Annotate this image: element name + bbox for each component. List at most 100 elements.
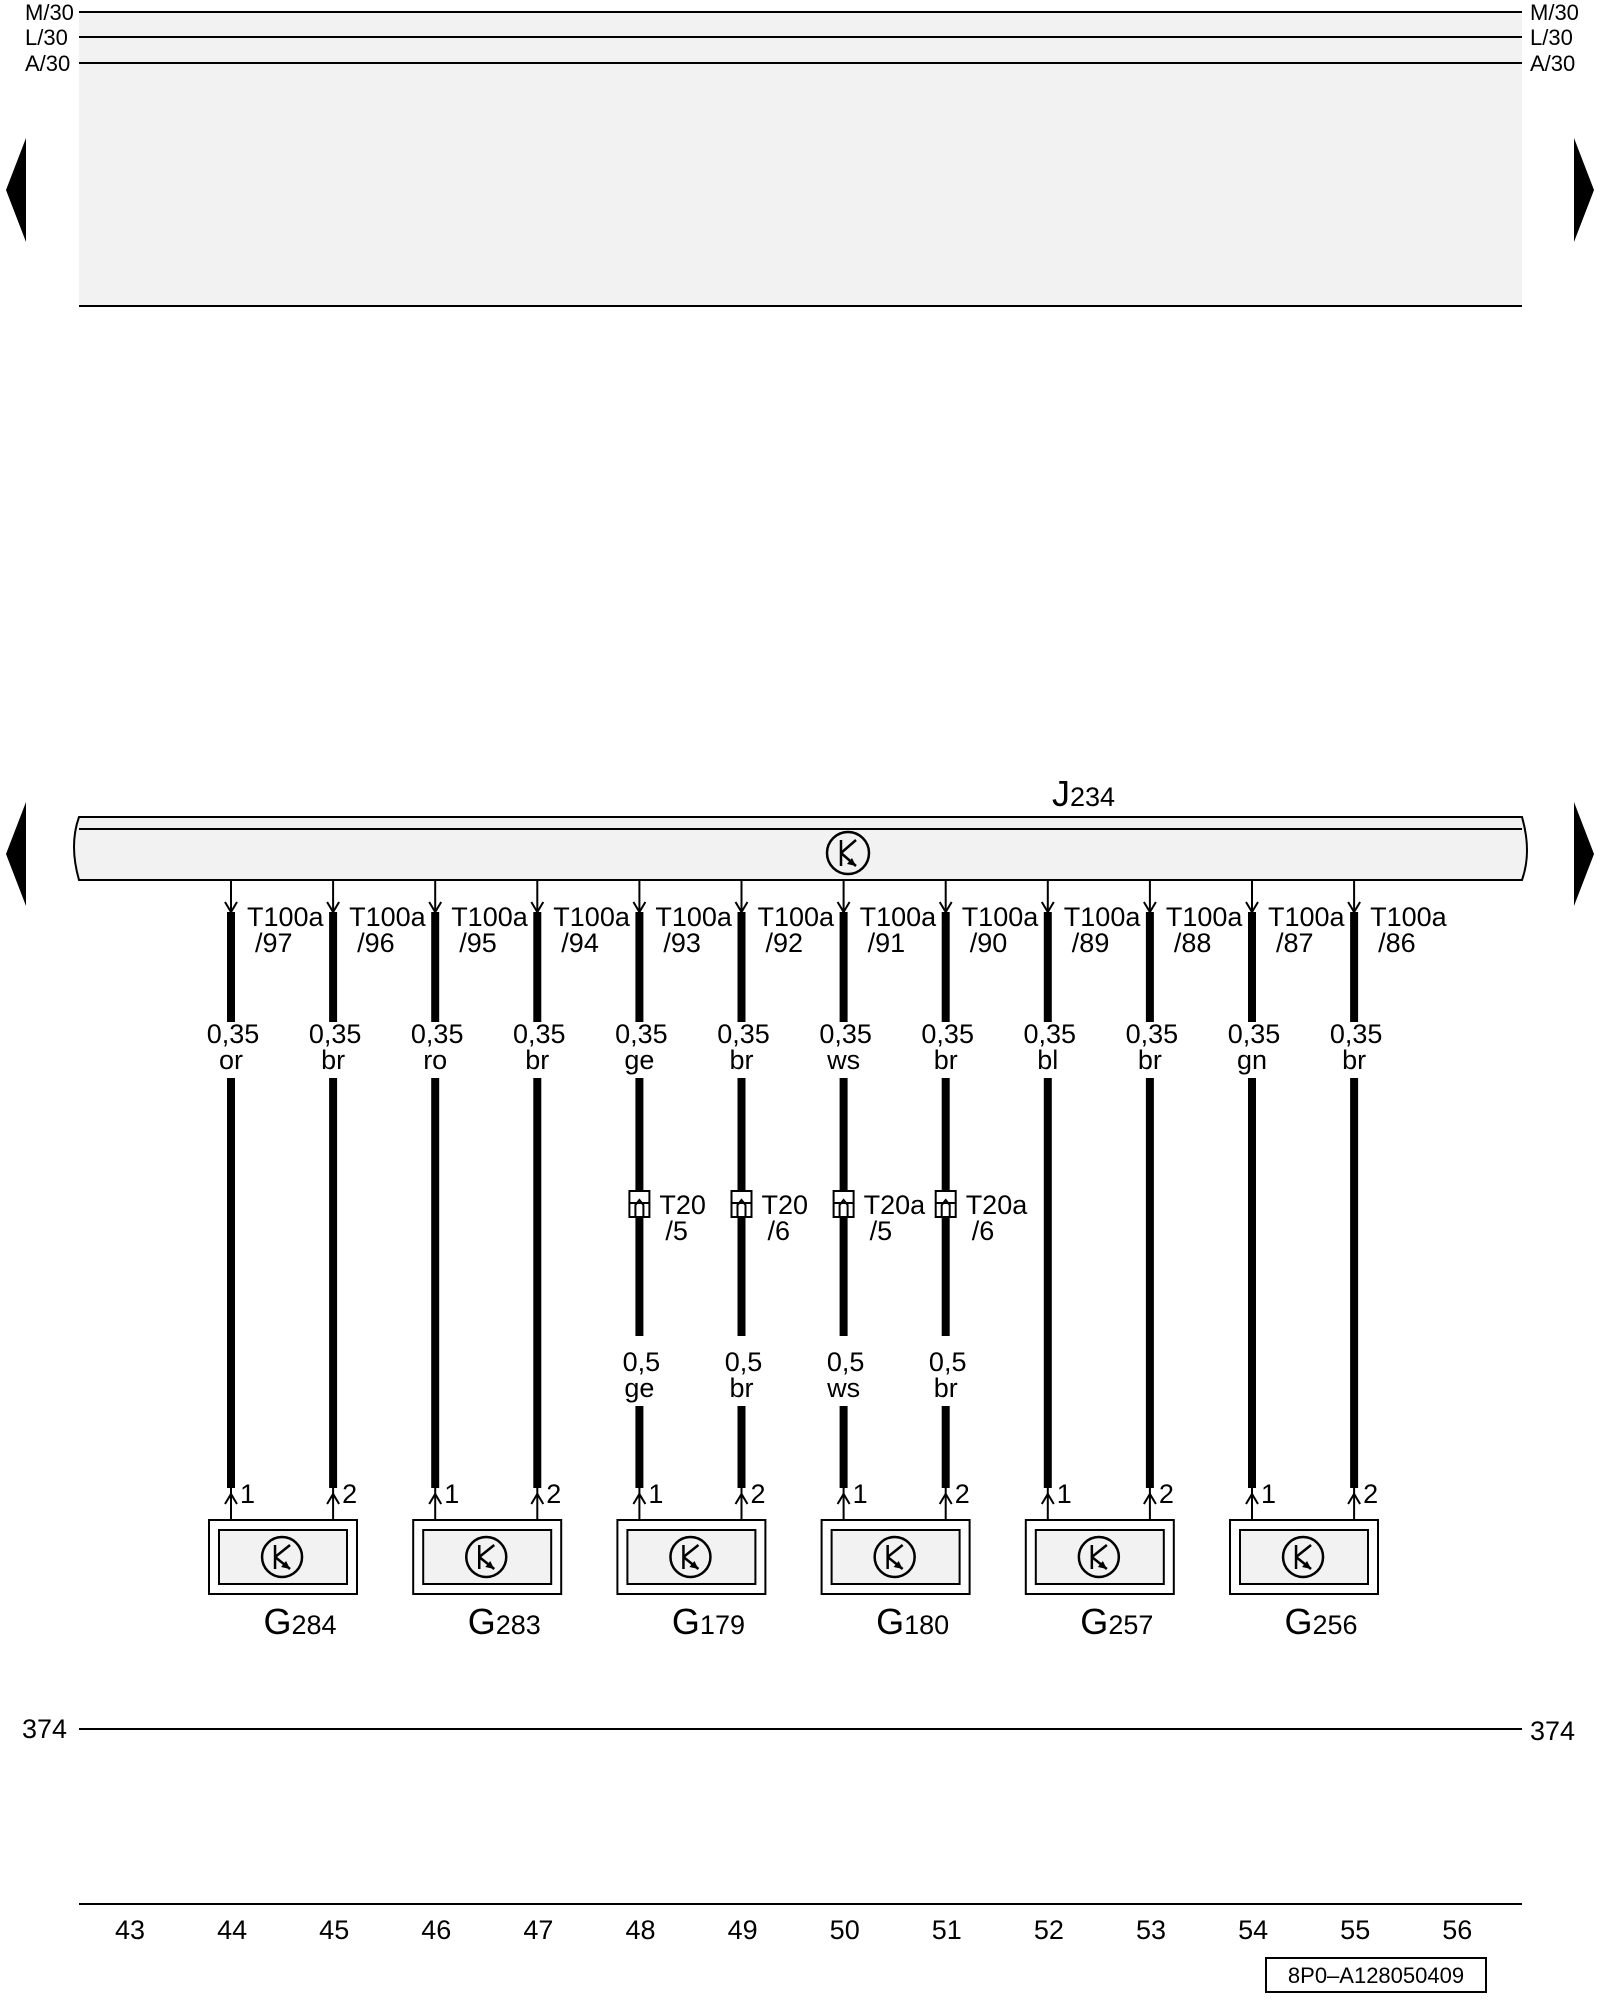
inline-connector-icon [730, 1190, 753, 1218]
pin-connector-label: T100a [758, 902, 836, 932]
pin-arrow-icon [1040, 1492, 1055, 1505]
pin-number-label: /87 [1276, 928, 1314, 958]
control-unit-label: J234 [1052, 773, 1115, 814]
sensor-g179: G179 [616, 1519, 767, 1642]
column-number: 53 [1136, 1915, 1166, 1945]
wire-color-label: br [525, 1045, 549, 1075]
wire-size-label: 0,5 [725, 1347, 763, 1377]
prev-page-arrow-icon[interactable] [6, 138, 26, 242]
sensor-pin-label: 2 [1159, 1479, 1174, 1509]
sensor-pin-label: 2 [1363, 1479, 1378, 1509]
pin-number-label: /89 [1072, 928, 1110, 958]
pin-number-label: /93 [663, 928, 701, 958]
pin-arrow-icon [1347, 1492, 1361, 1505]
column-number: 56 [1442, 1915, 1472, 1945]
inline-pin-label: /6 [768, 1216, 791, 1246]
pin-arrow-icon [530, 1492, 545, 1505]
column-number: 54 [1238, 1915, 1268, 1945]
column-number: 52 [1034, 1915, 1064, 1945]
pin-connector-label: T100a [1370, 902, 1448, 932]
prev-page-arrow-icon[interactable] [6, 802, 26, 906]
wire-color-label: br [1342, 1045, 1366, 1075]
rail-label-left-0: M/30 [25, 0, 74, 25]
pin-number-label: /97 [255, 928, 293, 958]
next-page-arrow-icon[interactable] [1574, 138, 1594, 242]
wire-size-label: 0,35 [309, 1019, 362, 1049]
pin-connector-label: T100a [962, 902, 1040, 932]
next-page-arrow-icon[interactable] [1574, 802, 1594, 906]
inline-pin-label: /5 [870, 1216, 893, 1246]
sensor-g284: G284 [208, 1519, 358, 1642]
wire-size-label: 0,35 [207, 1019, 260, 1049]
sensor-g283: G283 [412, 1519, 563, 1642]
column-number: 46 [421, 1915, 451, 1945]
sensor-pin-label: 2 [955, 1479, 970, 1509]
wire-size-label: 0,35 [819, 1019, 872, 1049]
sensor-pin-label: 1 [648, 1479, 663, 1509]
pin-arrow-icon [836, 1492, 851, 1505]
pin-arrow-icon [224, 1492, 238, 1505]
inline-connector-icon [934, 1190, 957, 1218]
pin-number-label: /90 [970, 928, 1008, 958]
sensor-pin-label: 1 [1057, 1479, 1072, 1509]
inline-pin-label: /6 [972, 1216, 995, 1246]
wire-color-label: ge [624, 1373, 654, 1403]
sensor-g257: G257 [1024, 1519, 1175, 1642]
pin-connector-label: T100a [655, 902, 733, 932]
wire-size-label: 0,35 [411, 1019, 464, 1049]
wire-size-label: 0,5 [623, 1347, 661, 1377]
control-unit-j234 [73, 816, 1528, 881]
sensor-g180: G180 [820, 1519, 971, 1642]
rail-label-left-1: L/30 [25, 25, 68, 50]
wire-size-label: 0,35 [1126, 1019, 1179, 1049]
transistor-icon [825, 830, 871, 876]
inline-connector-icon [628, 1190, 651, 1218]
rail-label-right-0: M/30 [1530, 0, 1579, 25]
ground-label-right: 374 [1530, 1716, 1575, 1746]
inline-connector-icon [832, 1190, 855, 1218]
transistor-icon [1281, 1535, 1325, 1579]
sensor-pin-label: 1 [444, 1479, 459, 1509]
pin-connector-label: T100a [1064, 902, 1142, 932]
sensor-label: G180 [876, 1601, 949, 1642]
pin-arrow-icon [1245, 1492, 1259, 1505]
transistor-icon [669, 1535, 712, 1579]
pin-arrow-icon [938, 1492, 953, 1505]
pin-arrow-icon [734, 1492, 749, 1505]
sensor-label: G284 [264, 1601, 337, 1642]
transistor-icon [873, 1535, 916, 1579]
column-number: 45 [319, 1915, 349, 1945]
wire-color-label: bl [1037, 1045, 1058, 1075]
column-number: 49 [728, 1915, 758, 1945]
pin-number-label: /95 [459, 928, 497, 958]
column-number: 51 [932, 1915, 962, 1945]
wire-color-label: br [934, 1373, 958, 1403]
sensor-pin-label: 2 [751, 1479, 766, 1509]
rail-label-left-2: A/30 [25, 51, 70, 76]
column-number: 44 [217, 1915, 247, 1945]
transistor-icon [260, 1535, 304, 1579]
sensor-label: G179 [672, 1601, 745, 1642]
sensor-label: G256 [1285, 1601, 1358, 1642]
pin-arrow-icon [326, 1492, 340, 1505]
ground-label-left: 374 [22, 1714, 67, 1744]
pin-connector-label: T100a [860, 902, 938, 932]
pin-number-label: /92 [766, 928, 804, 958]
pin-connector-label: T100a [451, 902, 529, 932]
pin-arrow-icon [632, 1492, 647, 1505]
sensor-g256: G256 [1229, 1519, 1379, 1642]
wire-size-label: 0,35 [1228, 1019, 1281, 1049]
wire-size-label: 0,35 [1024, 1019, 1077, 1049]
inline-connector-label: T20a [966, 1190, 1029, 1220]
pin-number-label: /86 [1378, 928, 1416, 958]
sensor-pin-label: 2 [342, 1479, 357, 1509]
